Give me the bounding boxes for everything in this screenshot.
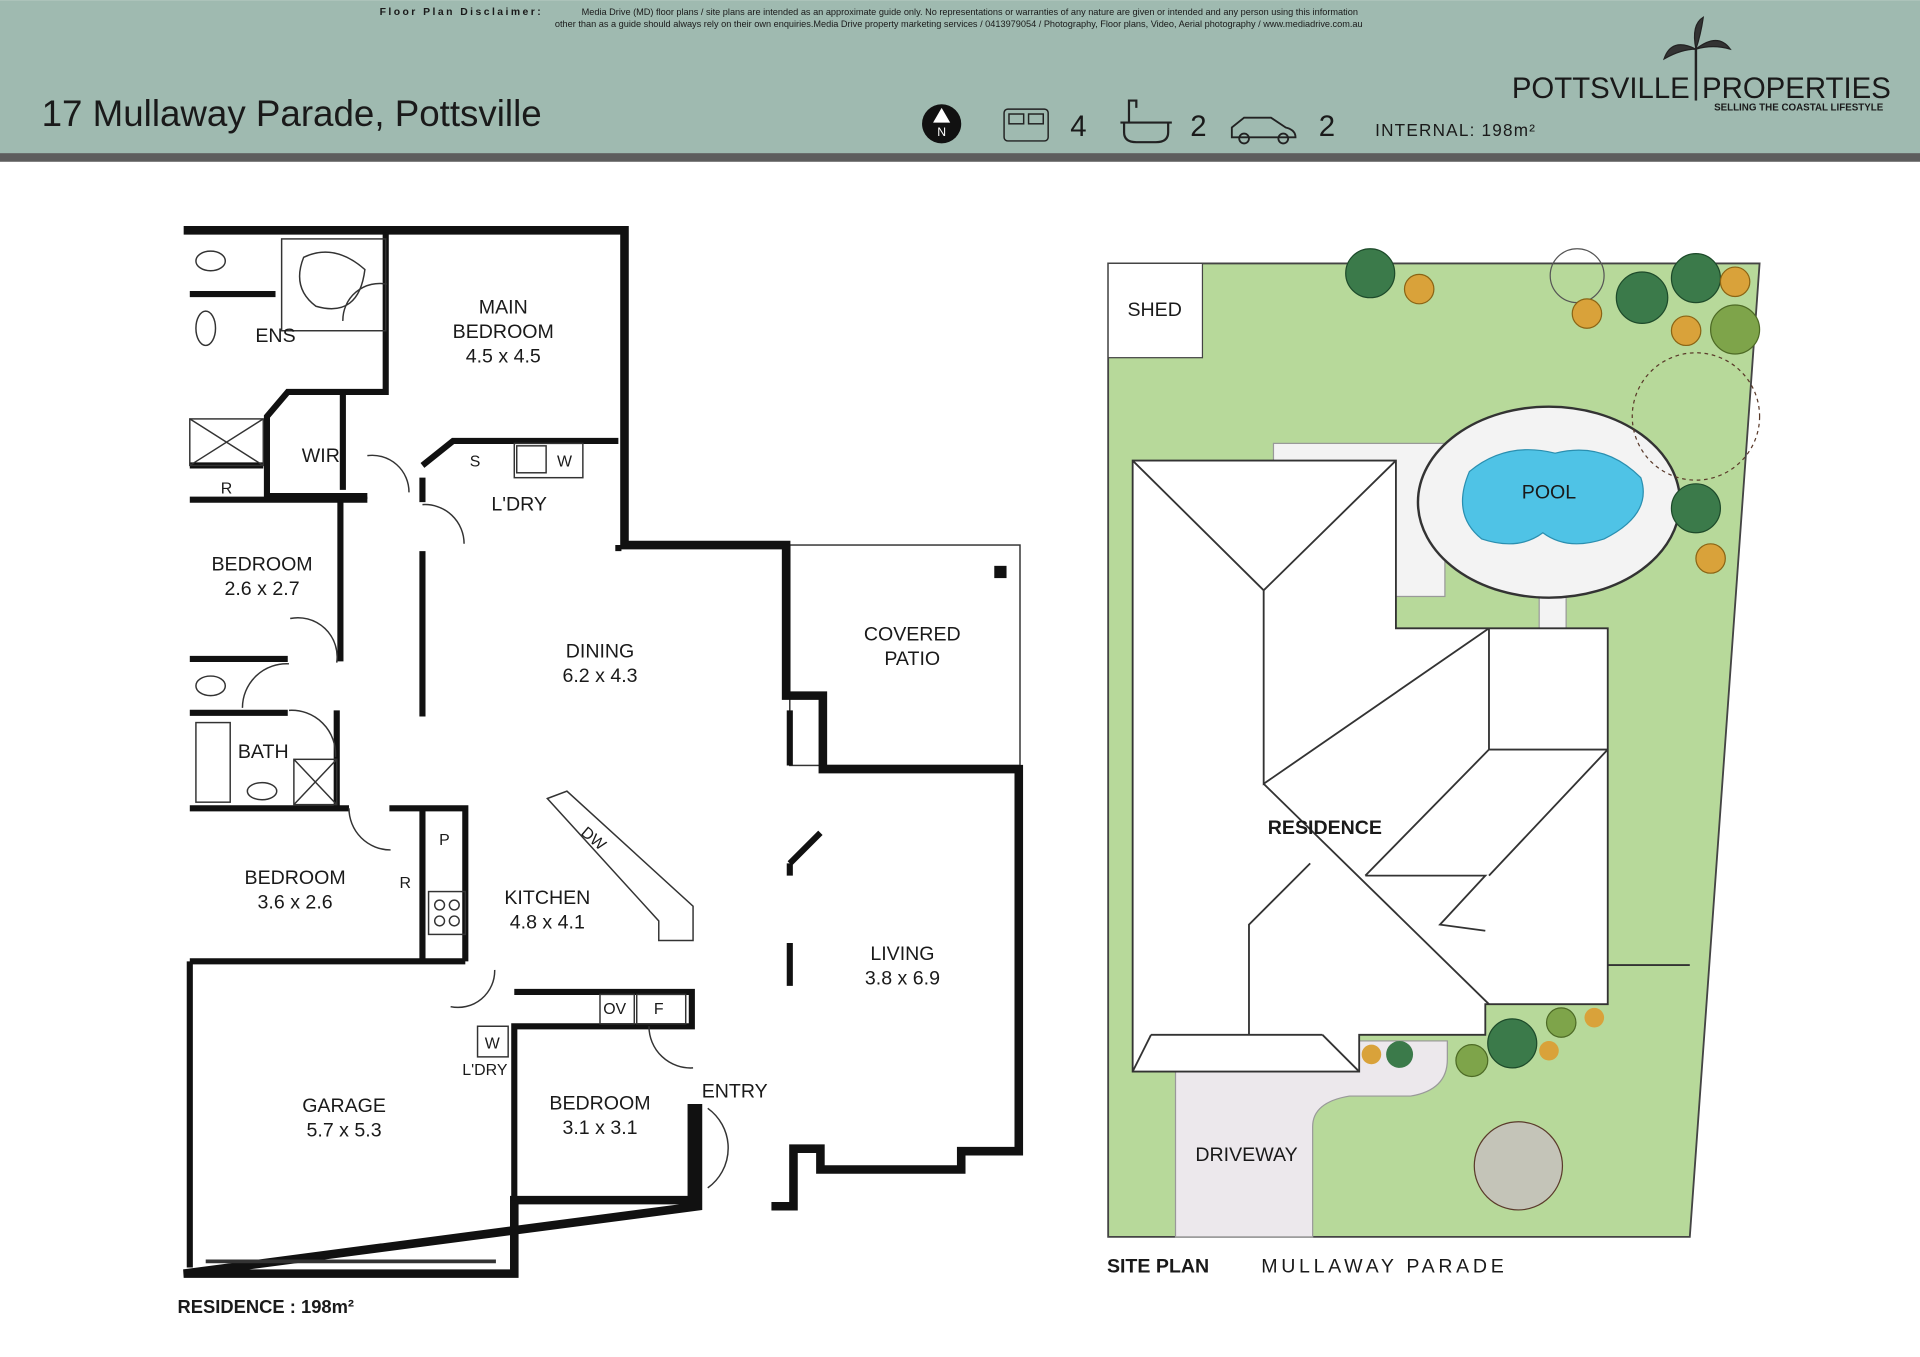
bathroom-count: 2 <box>1190 110 1206 143</box>
svg-text:RESIDENCE: RESIDENCE <box>1268 817 1382 839</box>
svg-text:BEDROOM: BEDROOM <box>211 554 312 576</box>
tree-icon <box>1719 266 1751 298</box>
tree-icon <box>1545 1007 1577 1038</box>
tree-icon <box>1403 273 1435 305</box>
tree-icon <box>1345 248 1396 299</box>
svg-text:PROPERTIES: PROPERTIES <box>1702 72 1891 105</box>
tree-icon <box>1473 1121 1564 1211</box>
residence-roof <box>1131 459 1690 1073</box>
tree-icon <box>1615 271 1669 325</box>
svg-text:BEDROOM: BEDROOM <box>549 1093 650 1115</box>
svg-text:3.6 x 2.6: 3.6 x 2.6 <box>258 892 333 914</box>
svg-text:GARAGE: GARAGE <box>302 1095 386 1117</box>
tree-icon <box>1584 1007 1605 1028</box>
tree-icon <box>1631 352 1761 481</box>
svg-text:4.8 x 4.1: 4.8 x 4.1 <box>510 911 585 933</box>
trees <box>1345 248 1761 1211</box>
tree-icon <box>1670 315 1702 347</box>
car-icon <box>1230 116 1297 145</box>
svg-text:R: R <box>221 481 233 498</box>
palm-tree-icon <box>1662 16 1732 101</box>
bedroom-count: 4 <box>1070 110 1086 143</box>
disclaimer-line-2: other than as a guide should always rely… <box>555 19 1363 29</box>
svg-text:DW: DW <box>577 824 608 854</box>
bath-icon <box>1120 99 1172 144</box>
svg-text:POOL: POOL <box>1522 482 1577 504</box>
svg-text:SELLING THE COASTAL LIFESTYLE: SELLING THE COASTAL LIFESTYLE <box>1714 102 1884 113</box>
svg-text:5.7 x 5.3: 5.7 x 5.3 <box>307 1119 382 1141</box>
brand-logo: POTTSVILLE PROPERTIES SELLING THE COASTA… <box>1512 16 1891 113</box>
tree-icon <box>1695 543 1726 574</box>
tree-icon <box>1455 1044 1489 1078</box>
svg-text:DRIVEWAY: DRIVEWAY <box>1195 1144 1297 1166</box>
tree-icon <box>1670 483 1722 534</box>
svg-text:W: W <box>485 1035 500 1052</box>
svg-text:R: R <box>400 875 412 892</box>
svg-text:6.2 x 4.3: 6.2 x 4.3 <box>562 665 637 687</box>
site-plan-title: SITE PLAN <box>1107 1255 1209 1277</box>
tree-icon <box>1386 1040 1414 1068</box>
driveway <box>1174 1040 1448 1238</box>
svg-text:S: S <box>470 454 481 471</box>
address-title: 17 Mullaway Parade, Pottsville <box>42 93 542 134</box>
disclaimer-title: Floor Plan Disclaimer: <box>380 7 544 18</box>
disclaimer-line-1: Media Drive (MD) floor plans / site plan… <box>582 7 1358 17</box>
tree-icon <box>1710 304 1761 355</box>
tree-icon <box>1670 252 1722 304</box>
tree-icon <box>1361 1044 1382 1065</box>
header: Floor Plan Disclaimer: Media Drive (MD) … <box>0 0 1920 162</box>
svg-text:2.6 x 2.7: 2.6 x 2.7 <box>224 578 299 600</box>
svg-text:POTTSVILLE: POTTSVILLE <box>1512 72 1690 105</box>
svg-text:F: F <box>654 1001 664 1018</box>
svg-text:SHED: SHED <box>1127 299 1181 321</box>
svg-text:L'DRY: L'DRY <box>462 1062 508 1079</box>
room-labels: ENS MAIN BEDROOM 4.5 x 4.5 WIR S W L'DRY… <box>211 297 960 1142</box>
car-count: 2 <box>1319 110 1335 143</box>
north-icon: N <box>922 104 962 144</box>
internal-area: INTERNAL: 198m² <box>1375 120 1536 140</box>
svg-text:BEDROOM: BEDROOM <box>453 321 554 343</box>
svg-text:ENS: ENS <box>255 325 295 347</box>
svg-text:KITCHEN: KITCHEN <box>504 887 590 909</box>
svg-text:L'DRY: L'DRY <box>491 494 547 516</box>
fixtures <box>189 238 729 1264</box>
shed <box>1107 262 1204 359</box>
svg-text:P: P <box>439 832 450 849</box>
street-name: MULLAWAY PARADE <box>1261 1255 1507 1277</box>
svg-text:DINING: DINING <box>566 641 635 663</box>
tree-icon <box>1539 1040 1559 1061</box>
svg-text:W: W <box>557 454 572 471</box>
site-plan: SHED POOL DRIVEWAY RESIDENCE <box>1107 248 1761 1277</box>
svg-text:4.5 x 4.5: 4.5 x 4.5 <box>466 346 541 368</box>
svg-text:BATH: BATH <box>238 741 289 763</box>
svg-text:3.8 x 6.9: 3.8 x 6.9 <box>865 968 940 990</box>
svg-text:BEDROOM: BEDROOM <box>245 867 346 889</box>
tree-icon <box>1571 298 1603 329</box>
svg-text:3.1 x 3.1: 3.1 x 3.1 <box>562 1117 637 1139</box>
svg-text:ENTRY: ENTRY <box>702 1080 768 1102</box>
svg-text:OV: OV <box>603 1001 626 1018</box>
pool <box>1461 449 1644 545</box>
tree-icon <box>1487 1018 1538 1069</box>
svg-text:WIR: WIR <box>302 445 340 467</box>
svg-text:MAIN: MAIN <box>479 297 528 319</box>
floor-plan: ENS MAIN BEDROOM 4.5 x 4.5 WIR S W L'DRY… <box>178 226 1024 1317</box>
bed-icon <box>1003 108 1049 142</box>
svg-text:LIVING: LIVING <box>870 943 934 965</box>
svg-text:PATIO: PATIO <box>884 648 940 670</box>
residence-area-label: RESIDENCE : 198m² <box>178 1296 355 1317</box>
svg-text:COVERED: COVERED <box>864 624 961 646</box>
svg-text:N: N <box>937 125 946 139</box>
